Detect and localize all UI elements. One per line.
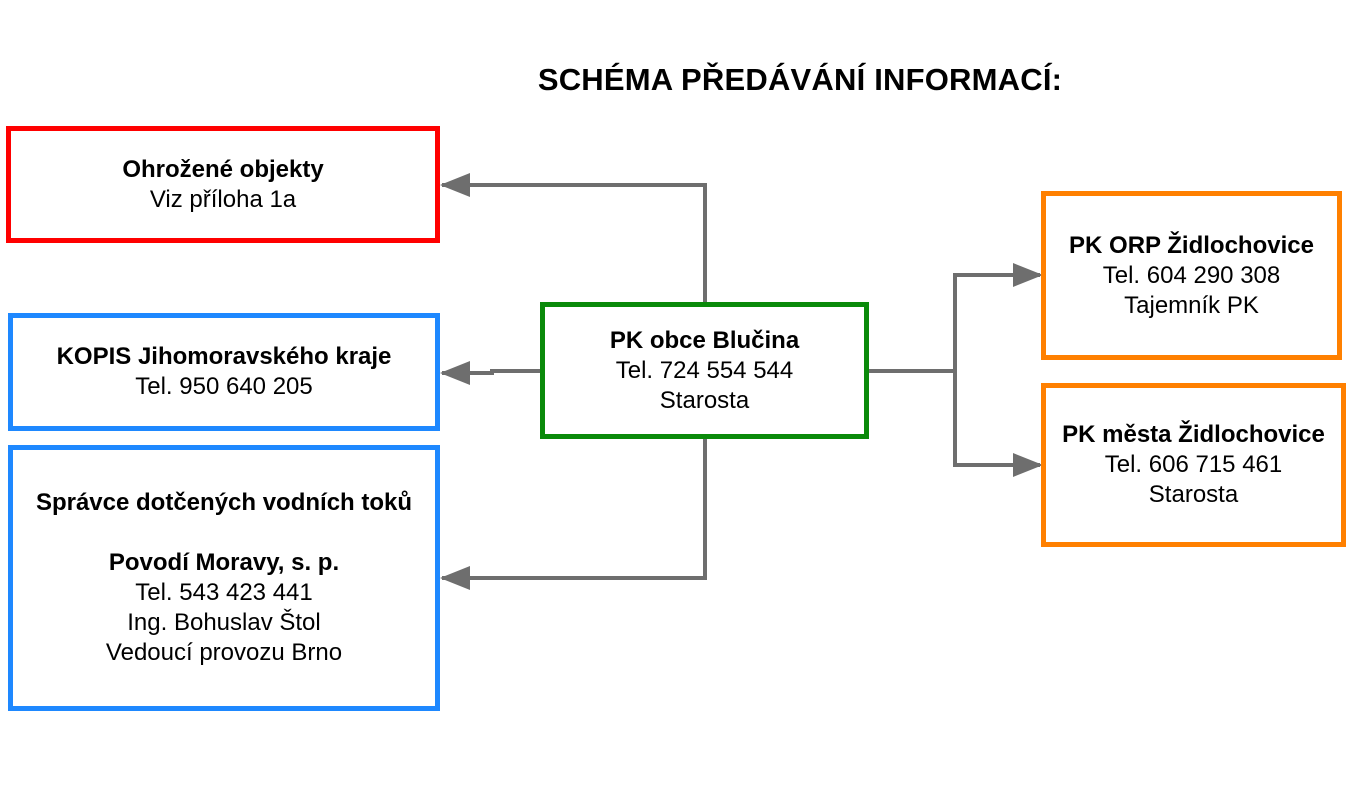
node-water-heading: Správce dotčených vodních toků	[35, 489, 413, 516]
arrowhead-kopis	[440, 361, 470, 385]
node-orp-role: Tajemník PK	[1124, 291, 1259, 319]
node-kopis-name: KOPIS Jihomoravského kraje	[56, 343, 392, 370]
node-threatened-name: Ohrožené objekty	[122, 155, 324, 183]
arrowhead-orp	[1013, 263, 1043, 287]
node-water-administrator: Správce dotčených vodních toků Povodí Mo…	[8, 445, 440, 711]
diagram-title: SCHÉMA PŘEDÁVÁNÍ INFORMACÍ:	[537, 62, 1063, 97]
node-city-name: PK města Židlochovice	[1062, 421, 1325, 448]
node-threatened-objects: Ohrožené objekty Viz příloha 1a	[6, 126, 440, 243]
arrowhead-threatened	[440, 173, 470, 197]
node-threatened-note: Viz příloha 1a	[149, 185, 297, 213]
node-water-person: Ing. Bohuslav Štol	[127, 609, 321, 636]
arrowhead-water	[440, 566, 470, 590]
node-orp: PK ORP Židlochovice Tel. 604 290 308 Taj…	[1041, 191, 1342, 360]
node-center-phone: Tel. 724 554 544	[615, 356, 794, 384]
node-city: PK města Židlochovice Tel. 606 715 461 S…	[1041, 383, 1346, 547]
node-water-phone: Tel. 543 423 441	[135, 579, 313, 606]
node-water-role: Vedoucí provozu Brno	[105, 639, 343, 666]
node-center: PK obce Blučina Tel. 724 554 544 Starost…	[540, 302, 869, 439]
node-orp-name: PK ORP Židlochovice	[1069, 231, 1314, 259]
node-center-role: Starosta	[659, 386, 750, 414]
node-water-org: Povodí Moravy, s. p.	[108, 549, 340, 576]
node-city-phone: Tel. 606 715 461	[1104, 451, 1283, 478]
arrowhead-city	[1013, 453, 1043, 477]
edge-center-to-water	[442, 438, 707, 580]
edge-center-to-city	[953, 371, 1040, 467]
node-center-name: PK obce Blučina	[609, 326, 800, 354]
node-city-role: Starosta	[1148, 481, 1239, 508]
edge-center-to-orp	[953, 273, 1040, 371]
node-orp-phone: Tel. 604 290 308	[1102, 261, 1281, 289]
node-kopis: KOPIS Jihomoravského kraje Tel. 950 640 …	[8, 313, 440, 431]
edge-center-to-threatened	[442, 183, 707, 303]
node-kopis-phone: Tel. 950 640 205	[135, 373, 313, 400]
